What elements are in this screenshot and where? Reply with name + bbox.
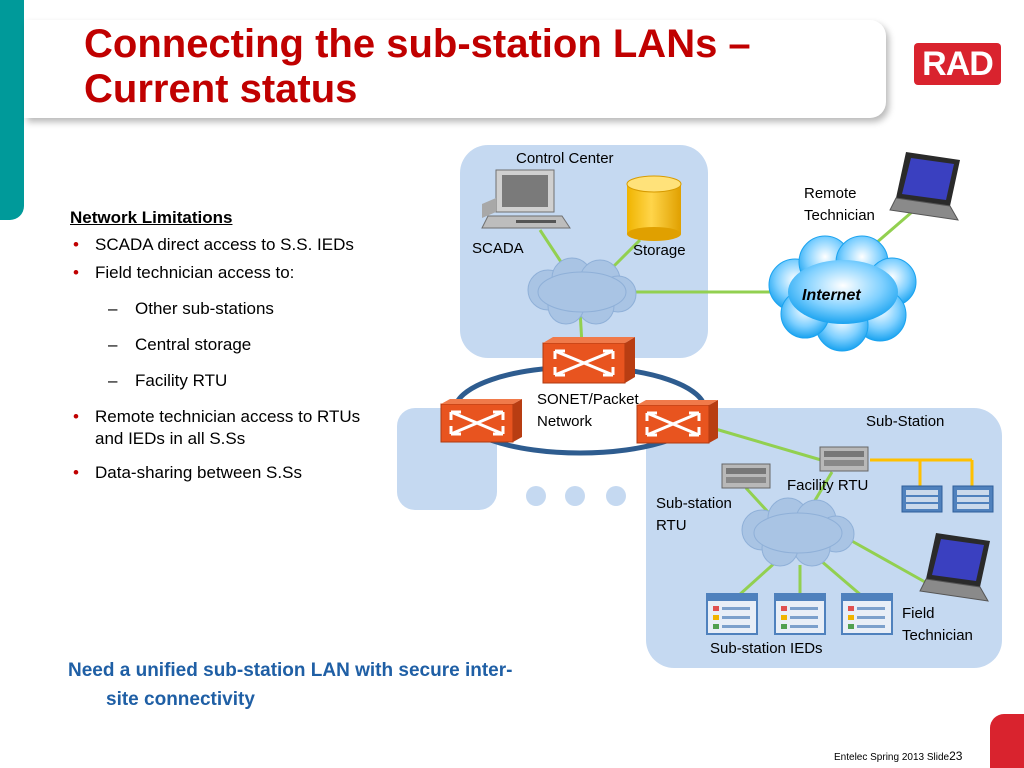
accent-bar [0,0,24,220]
scada-label: SCADA [472,240,524,257]
page-title: Connecting the sub-station LANs – Curren… [84,22,751,112]
substation-rtu-line-2: RTU [656,517,687,534]
remote-laptop-icon [889,152,960,221]
list-item: Data-sharing between S.Ss [70,462,370,484]
list-item: Remote technician access to RTUs and IED… [70,406,370,450]
substation-rtu-label: Sub-station RTU [656,493,732,537]
control-center-label: Control Center [516,150,614,167]
facility-server-icon [901,485,943,513]
ied-panel-icon [774,593,826,635]
slide-number: 23 [949,749,963,763]
list-item: Central storage [70,334,370,356]
substation-rtu-line-1: Sub-station [656,495,732,512]
ied-panel-icon [841,593,893,635]
list-item: Field technician access to: [70,262,370,284]
internet-cloud-icon [768,235,917,352]
ellipsis-dot [526,486,546,506]
facility-rtu-icon [819,446,869,472]
corner-tab [990,714,1024,768]
sonet-line-2: Network [537,413,593,430]
title-box [24,20,886,118]
facility-rtu-label: Facility RTU [787,477,869,494]
slide-footer: Entelec Spring 2013 Slide23 [834,749,962,763]
rad-logo: RAD [914,43,1001,85]
substation-lan-cloud-icon [741,497,855,567]
switch-icon [440,399,522,443]
title-line-2: Current status [84,67,358,111]
limitations-section: Network Limitations SCADA direct access … [70,208,370,484]
list-item: Other sub-stations [70,298,370,320]
limitations-heading: Network Limitations [70,208,233,227]
substation-label: Sub-Station [866,413,945,430]
title-line-1: Connecting the sub-station LANs – [84,22,751,66]
sonet-line-1: SONET/Packet [537,391,639,408]
switch-icon [542,337,635,384]
conclusion-line-1: Need a unified sub-station LAN with secu… [68,660,513,681]
ied-panel-icon [706,593,758,635]
remote-technician-line-2: Technician [804,207,875,224]
storage-label: Storage [633,242,686,259]
substation-rtu-icon [721,463,771,489]
ellipsis-dot [565,486,585,506]
field-technician-line-2: Technician [902,627,973,644]
field-technician-label: Field Technician [902,603,973,647]
field-laptop-icon [919,533,990,602]
limitations-list: SCADA direct access to S.S. IEDs Field t… [70,234,370,484]
remote-technician-label: Remote Technician [804,183,875,227]
storage-cylinder-icon [626,175,682,241]
ellipsis-dot [606,486,626,506]
facility-server-icon [952,485,994,513]
conclusion-line-2: site connectivity [106,689,255,710]
control-lan-cloud-icon [527,257,637,325]
sonet-label: SONET/Packet Network [537,389,639,433]
switch-icon [636,400,718,444]
footer-text: Entelec Spring 2013 Slide [834,752,950,763]
ieds-label: Sub-station IEDs [710,640,823,657]
remote-technician-line-1: Remote [804,185,857,202]
scada-computer-icon [481,169,571,229]
facility-links [870,458,974,487]
list-item: Facility RTU [70,370,370,392]
field-technician-line-1: Field [902,605,935,622]
list-item: SCADA direct access to S.S. IEDs [70,234,370,256]
conclusion-note: Need a unified sub-station LAN with secu… [68,656,628,714]
internet-label: Internet [802,287,861,304]
